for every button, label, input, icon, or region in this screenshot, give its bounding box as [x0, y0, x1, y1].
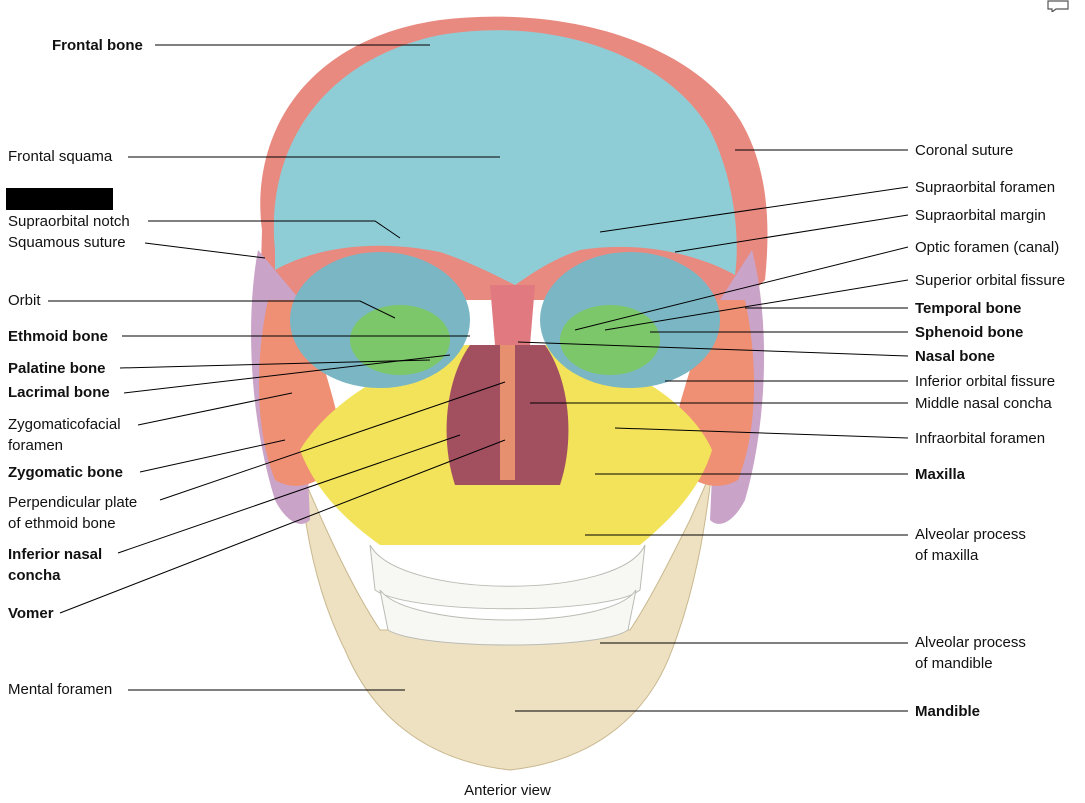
- lower-teeth: [379, 589, 637, 646]
- leader-lacrimal-bone: [123, 354, 451, 394]
- label-mental-foramen: Mental foramen: [8, 681, 113, 698]
- ethmoid-right: [560, 305, 660, 375]
- label-supraorbital-margin: Supraorbital margin: [915, 207, 1046, 224]
- label-inferior-orbital-fissure: Inferior orbital fissure: [915, 373, 1056, 390]
- leader-infraorbital-foramen: [614, 427, 909, 439]
- leader-zygomatic-bone: [139, 439, 286, 473]
- label-lacrimal-bone: Lacrimal bone: [8, 384, 110, 401]
- leader-supraorbital-foramen: [599, 186, 909, 233]
- upper-teeth: [369, 544, 646, 610]
- nasal-bone-shape: [490, 285, 535, 345]
- comment-icon[interactable]: [1046, 0, 1070, 12]
- label-frontal-bone: Frontal bone: [52, 37, 143, 54]
- leader-inferior-nasal-concha: [117, 434, 461, 554]
- leader-perpendicular-plate: [159, 381, 506, 501]
- label-maxilla: Maxilla: [915, 466, 966, 483]
- redacted-label-box: [6, 188, 113, 210]
- label-coronal-suture: Coronal suture: [915, 142, 1014, 159]
- label-supraorbital-foramen: Supraorbital foramen: [915, 179, 1056, 196]
- mandible-shape: [299, 469, 713, 771]
- label-superior-orbital-fissure: Superior orbital fissure: [915, 272, 1066, 289]
- leader-superior-orbital-fissure: [604, 279, 909, 331]
- label-vomer: Vomer: [8, 605, 54, 622]
- label-supraorbital-notch: Supraorbital notch: [8, 213, 130, 230]
- label-orbit: Orbit: [8, 292, 41, 309]
- label-zygomatic-bone: Zygomatic bone: [8, 464, 124, 481]
- nasal-septum: [500, 345, 515, 480]
- leader-squamous-suture: [144, 242, 266, 259]
- label-squamous-suture: Squamous suture: [8, 234, 126, 251]
- label-middle-nasal-concha: Middle nasal concha: [915, 395, 1052, 412]
- label-infraorbital-foramen: Infraorbital foramen: [915, 430, 1046, 447]
- label-frontal-squama: Frontal squama: [8, 148, 113, 165]
- caption: Anterior view: [464, 782, 551, 799]
- leader-orbit: [48, 300, 396, 319]
- leader-nasal-bone: [517, 341, 909, 357]
- label-ethmoid-bone: Ethmoid bone: [8, 328, 108, 345]
- leader-supraorbital-margin: [674, 214, 909, 253]
- label-nasal-bone: Nasal bone: [915, 348, 996, 365]
- label-temporal-bone: Temporal bone: [915, 300, 1022, 317]
- leader-palatine-bone: [119, 359, 431, 369]
- leader-lines: [48, 44, 909, 712]
- frontal-shape: [273, 30, 737, 285]
- leader-vomer: [59, 439, 506, 614]
- label-optic-foramen: Optic foramen (canal): [915, 239, 1060, 256]
- leader-optic-foramen: [574, 246, 909, 331]
- label-sphenoid-bone: Sphenoid bone: [915, 324, 1024, 341]
- leader-supraorbital-notch: [148, 220, 401, 239]
- label-palatine-bone: Palatine bone: [8, 360, 106, 377]
- leader-zygomaticofacial-foramen: [137, 392, 293, 426]
- label-mandible: Mandible: [915, 703, 981, 720]
